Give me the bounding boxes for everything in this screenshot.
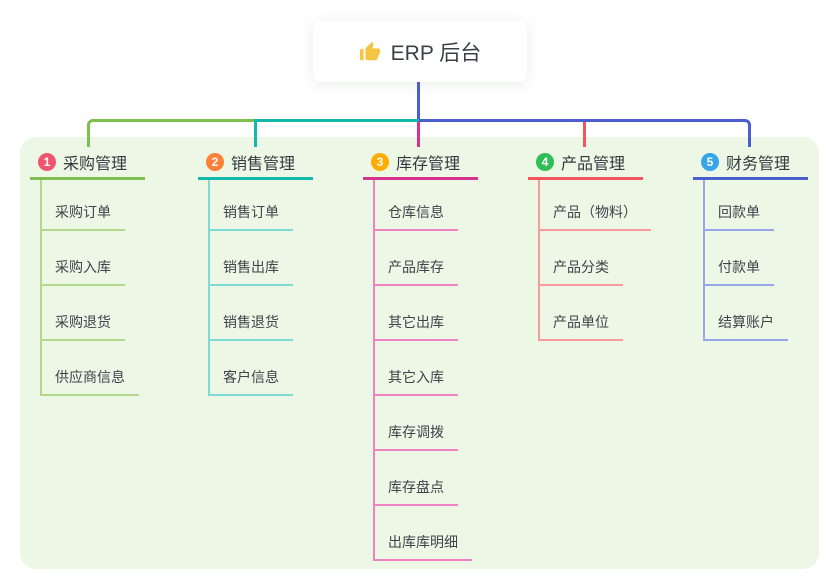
branch-trunk-line xyxy=(373,180,375,561)
branch-number-badge: 4 xyxy=(536,153,554,171)
branch-label: 产品管理 xyxy=(561,156,626,173)
sub-item[interactable]: 客户信息 xyxy=(208,364,293,396)
sub-item-label: 采购订单 xyxy=(55,204,111,220)
sub-item[interactable]: 出库库明细 xyxy=(373,529,472,561)
sub-item[interactable]: 产品（物料） xyxy=(538,199,651,231)
sub-item[interactable]: 结算账户 xyxy=(703,309,788,341)
branch-trunk-line xyxy=(208,180,210,396)
branch-label: 销售管理 xyxy=(231,156,296,173)
branch-trunk-line xyxy=(703,180,705,341)
connector-line-finance xyxy=(419,119,751,147)
connector-line-sales xyxy=(254,119,419,147)
root-node[interactable]: ERP 后台 xyxy=(313,21,527,82)
sub-item[interactable]: 供应商信息 xyxy=(40,364,139,396)
sub-item-label: 采购退货 xyxy=(55,314,111,330)
sub-item-label: 仓库信息 xyxy=(388,204,444,220)
sub-item-label: 客户信息 xyxy=(223,369,279,385)
connector-line-purchase xyxy=(87,119,254,147)
branch-header-purchase[interactable]: 1 采购管理 xyxy=(30,147,145,180)
branch-label: 采购管理 xyxy=(63,156,128,173)
sub-item-label: 库存盘点 xyxy=(388,479,444,495)
sub-item-label: 销售退货 xyxy=(223,314,279,330)
branch-number-badge: 3 xyxy=(371,153,389,171)
root-connector-line xyxy=(417,82,420,120)
sub-item[interactable]: 采购入库 xyxy=(40,254,125,286)
sub-item[interactable]: 库存盘点 xyxy=(373,474,458,506)
sub-item-label: 产品单位 xyxy=(553,314,609,330)
thumbs-up-icon xyxy=(359,41,381,63)
sub-item[interactable]: 产品单位 xyxy=(538,309,623,341)
mindmap-panel xyxy=(20,137,819,569)
sub-item[interactable]: 销售出库 xyxy=(208,254,293,286)
connector-line-product xyxy=(583,122,586,147)
sub-item[interactable]: 其它出库 xyxy=(373,309,458,341)
sub-item[interactable]: 产品分类 xyxy=(538,254,623,286)
sub-item[interactable]: 仓库信息 xyxy=(373,199,458,231)
sub-item[interactable]: 库存调拨 xyxy=(373,419,458,451)
sub-item[interactable]: 回款单 xyxy=(703,199,774,231)
branch-number-badge: 1 xyxy=(38,153,56,171)
sub-item[interactable]: 产品库存 xyxy=(373,254,458,286)
sub-item-label: 采购入库 xyxy=(55,259,111,275)
connector-line-inventory xyxy=(417,122,420,147)
branch-number-badge: 2 xyxy=(206,153,224,171)
sub-item-label: 销售订单 xyxy=(223,204,279,220)
sub-item-label: 其它出库 xyxy=(388,314,444,330)
sub-item-label: 产品库存 xyxy=(388,259,444,275)
sub-item[interactable]: 销售退货 xyxy=(208,309,293,341)
sub-item-label: 其它入库 xyxy=(388,369,444,385)
branch-header-inventory[interactable]: 3 库存管理 xyxy=(363,147,478,180)
sub-item[interactable]: 付款单 xyxy=(703,254,774,286)
sub-item[interactable]: 销售订单 xyxy=(208,199,293,231)
branch-header-finance[interactable]: 5 财务管理 xyxy=(693,147,808,180)
sub-item-label: 出库库明细 xyxy=(388,534,458,550)
root-node-label: ERP 后台 xyxy=(390,41,482,65)
sub-item[interactable]: 采购退货 xyxy=(40,309,125,341)
branch-trunk-line xyxy=(538,180,540,341)
sub-item-label: 供应商信息 xyxy=(55,369,125,385)
sub-item-label: 回款单 xyxy=(718,204,760,220)
sub-item-label: 付款单 xyxy=(718,259,760,275)
sub-item[interactable]: 采购订单 xyxy=(40,199,125,231)
branch-trunk-line xyxy=(40,180,42,396)
sub-item-label: 库存调拨 xyxy=(388,424,444,440)
sub-item-label: 结算账户 xyxy=(718,314,774,330)
sub-item-label: 销售出库 xyxy=(223,259,279,275)
branch-label: 库存管理 xyxy=(396,156,461,173)
branch-header-product[interactable]: 4 产品管理 xyxy=(528,147,643,180)
branch-number-badge: 5 xyxy=(701,153,719,171)
sub-item-label: 产品分类 xyxy=(553,259,609,275)
branch-header-sales[interactable]: 2 销售管理 xyxy=(198,147,313,180)
sub-item[interactable]: 其它入库 xyxy=(373,364,458,396)
branch-label: 财务管理 xyxy=(726,156,791,173)
sub-item-label: 产品（物料） xyxy=(553,204,637,220)
